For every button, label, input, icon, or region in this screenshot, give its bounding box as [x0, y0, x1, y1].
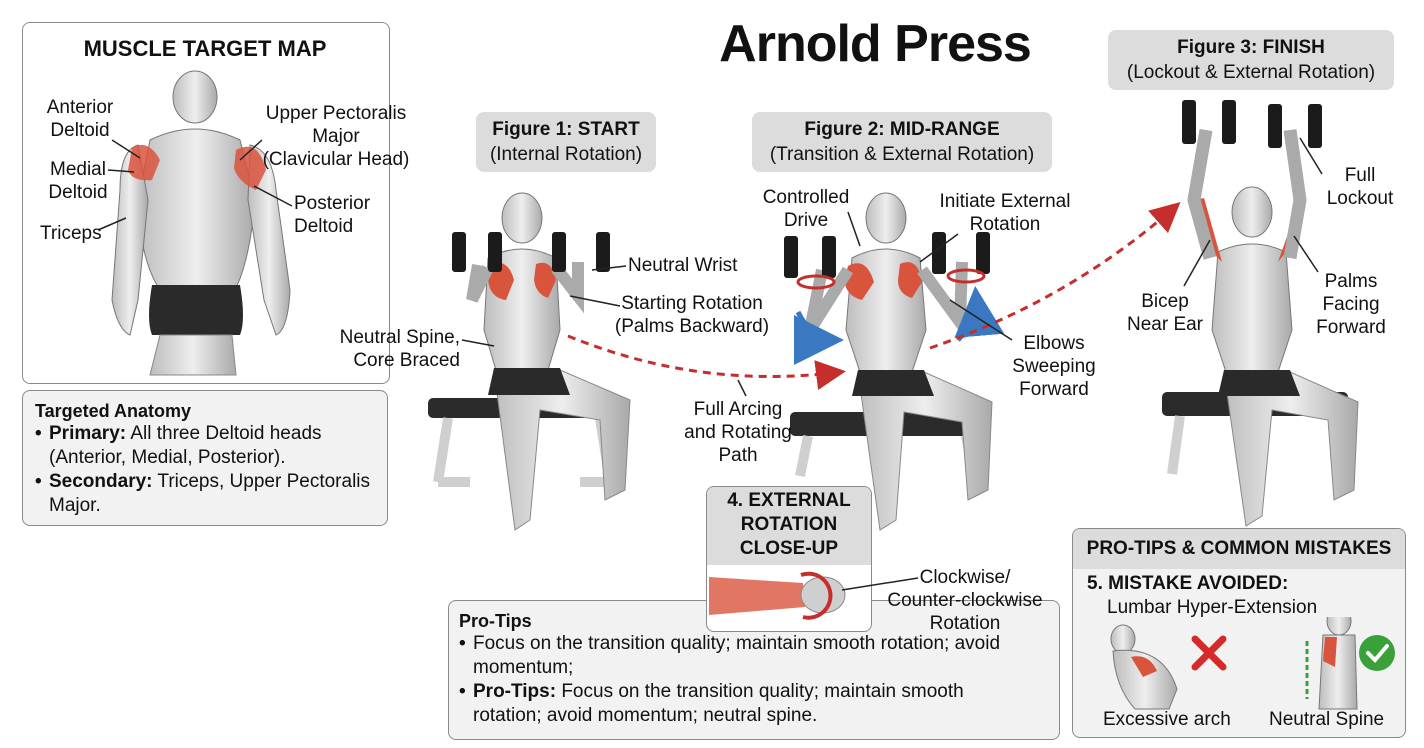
check-icon [1359, 635, 1395, 671]
figure1-subtitle: (Internal Rotation) [489, 144, 643, 165]
arc-arrow-2 [929, 202, 1181, 350]
pro-tips-box: Pro-Tips Focus on the transition quality… [448, 600, 1060, 740]
figure3-header: Figure 3: FINISH (Lockout & External Rot… [1108, 30, 1394, 90]
pro-tip-item-2: Pro-Tips: Focus on the transition qualit… [459, 680, 1019, 728]
posture-comparison [1110, 617, 1395, 710]
muscle-map-title: MUSCLE TARGET MAP [83, 36, 327, 61]
label-controlled-drive: Controlled Drive [762, 187, 850, 231]
closeup-title: 4. EXTERNAL ROTATION CLOSE-UP [707, 487, 871, 565]
label-initiate-external: Initiate External Rotation [939, 191, 1071, 235]
closeup-label: Clockwise/ Counter-clockwise Rotation [887, 567, 1043, 634]
leader-lines [97, 137, 1323, 397]
mistakes-box-title: PRO-TIPS & COMMON MISTAKES [1073, 529, 1405, 569]
figure2-subtitle: (Transition & External Rotation) [769, 144, 1035, 165]
back-view-figure [111, 70, 291, 376]
figure2-seated [784, 192, 1005, 531]
figure2-header: Figure 2: MID-RANGE (Transition & Extern… [752, 112, 1052, 172]
figure1-seated [428, 192, 631, 531]
label-upper-pec: Upper Pectoralis Major (Clavicular Head) [262, 103, 410, 170]
bad-posture-figure [1110, 624, 1178, 710]
figure1-header: Figure 1: START (Internal Rotation) [476, 112, 656, 172]
anatomy-box: Targeted Anatomy Primary: All three Delt… [22, 390, 388, 526]
label-palms-forward: Palms Facing Forward [1316, 271, 1386, 338]
label-full-lockout: Full Lockout [1326, 165, 1394, 209]
label-elbows-sweeping: Elbows Sweeping Forward [1012, 333, 1096, 400]
figure3-title: Figure 3: FINISH [1177, 37, 1325, 58]
mistakes-box: PRO-TIPS & COMMON MISTAKES 5. MISTAKE AV… [1072, 528, 1406, 738]
label-starting-rotation: Starting Rotation (Palms Backward) [614, 293, 770, 337]
x-mark-icon [1191, 635, 1227, 671]
figure1-title: Figure 1: START [492, 119, 640, 140]
pro-tips-title: Pro-Tips [459, 611, 532, 631]
label-neutral-wrist: Neutral Wrist [628, 255, 738, 276]
good-posture-figure [1305, 617, 1358, 710]
label-triceps: Triceps [40, 223, 102, 244]
mistakes-mistake-text: Lumbar Hyper-Extension [1107, 597, 1318, 618]
label-neutral-spine: Neutral Spine, Core Braced [339, 327, 460, 371]
label-anterior-deltoid: Anterior Deltoid [46, 97, 114, 141]
pro-tip-item-1: Focus on the transition quality; maintai… [459, 632, 1019, 680]
page-title: Arnold Press [719, 15, 1032, 73]
muscle-map-panel [22, 22, 390, 384]
figure3-seated [1162, 100, 1359, 527]
figure3-subtitle: (Lockout & External Rotation) [1126, 62, 1376, 83]
closeup-panel: 4. EXTERNAL ROTATION CLOSE-UP [706, 486, 872, 632]
anatomy-box-title: Targeted Anatomy [35, 401, 192, 421]
forearm-illustration [709, 571, 846, 620]
arc-arrow-1 [567, 334, 846, 390]
label-bicep-near-ear: Bicep Near Ear [1126, 291, 1204, 335]
anatomy-primary-item: Primary: All three Deltoid heads (Anteri… [35, 422, 375, 470]
label-posterior-deltoid: Posterior Deltoid [294, 193, 371, 237]
good-posture-label: Neutral Spine [1269, 709, 1385, 730]
bad-posture-label: Excessive arch [1103, 709, 1231, 730]
label-full-arcing: Full Arcing and Rotating Path [684, 399, 792, 466]
anatomy-secondary-item: Secondary: Triceps, Upper Pectoralis Maj… [35, 470, 375, 518]
label-medial-deltoid: Medial Deltoid [48, 159, 108, 203]
figure2-title: Figure 2: MID-RANGE [804, 119, 1000, 140]
mistakes-subtitle: 5. MISTAKE AVOIDED: [1087, 573, 1289, 594]
